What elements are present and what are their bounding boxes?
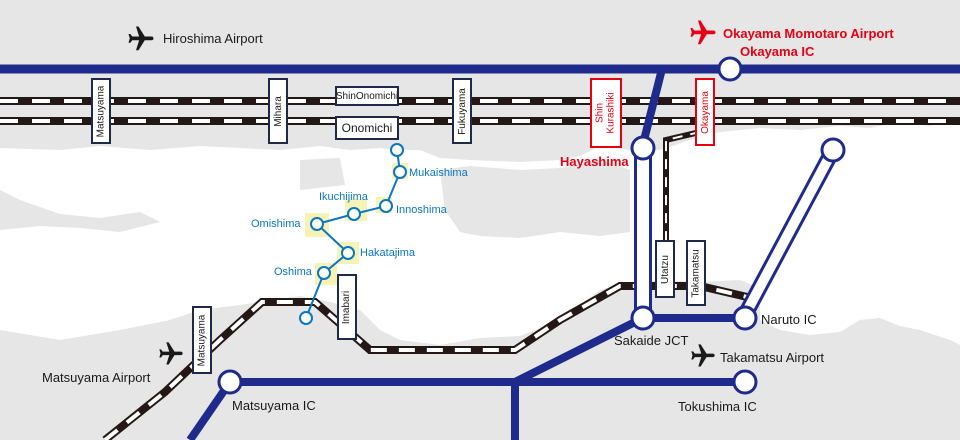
utatzu-station-box[interactable]: Utatzu <box>655 240 675 298</box>
okayama-station-label: Okayama <box>699 90 711 134</box>
tokushima-ic-label: Tokushima IC <box>678 399 757 414</box>
matsuyama-station-box[interactable]: Matsuyama <box>91 78 111 144</box>
mukaishima-node[interactable] <box>393 165 407 179</box>
airplane-icon <box>128 26 154 51</box>
matsuyama-ic-label: Matsuyama IC <box>232 398 316 413</box>
shin-kurashiki-label-line2: Kurashiki <box>606 92 618 134</box>
matsuyama-ic-node[interactable] <box>217 369 243 395</box>
island-land <box>0 190 160 232</box>
matsuyama-airport-label: Matsuyama Airport <box>42 370 151 385</box>
interchange-nodes <box>217 56 846 395</box>
naruto-bridge <box>740 147 838 318</box>
okayama-station-box[interactable]: Okayama <box>695 78 715 146</box>
shimanami-nodes <box>299 143 407 325</box>
airplane-icon-takamatsu <box>691 344 715 367</box>
fukuyama-station-box[interactable]: Fukuyama <box>452 78 472 144</box>
okayama-ic-node[interactable] <box>717 56 743 82</box>
hiroshima-airport-label: Hiroshima Airport <box>163 31 263 46</box>
ikuchijima-label: Ikuchijima <box>319 191 368 203</box>
onomichi-node[interactable] <box>390 143 404 157</box>
oshima-label: Oshima <box>274 266 312 278</box>
tokushima-ic-node[interactable] <box>732 369 758 395</box>
sakaide-jct-node[interactable] <box>630 305 656 331</box>
naruto-ic-node[interactable] <box>732 305 758 331</box>
naruto-ic-label: Naruto IC <box>761 312 817 327</box>
hayashima-node[interactable] <box>630 135 656 161</box>
okayama-airport-label: Okayama Momotaro Airport <box>723 26 894 41</box>
airplane-icon-matsuyama <box>159 342 183 365</box>
innoshima-label: Innoshima <box>396 204 447 216</box>
imabari-station-box[interactable]: Imabari <box>337 274 357 340</box>
seto-ohashi-expressway <box>638 68 666 149</box>
mukaishima-label: Mukaishima <box>409 167 468 179</box>
omishima-label: Omishima <box>251 218 301 230</box>
innoshima-node[interactable] <box>379 199 393 213</box>
shin-kurashiki-label-line1: Shin <box>595 102 607 124</box>
takamatsu-station-label: Takamatsu <box>690 248 702 298</box>
shinkansen-railway <box>0 97 960 125</box>
onomichi-station-box[interactable]: Onomichi <box>335 116 399 140</box>
hakatajima-node[interactable] <box>341 246 355 260</box>
mihara-station-label: Mihara <box>272 95 284 127</box>
hayashima-label: Hayashima <box>560 154 629 169</box>
okayama-coast-land <box>440 160 630 238</box>
airplane-icon-okayama <box>690 20 716 45</box>
imabari-node[interactable] <box>299 311 313 325</box>
matsuyama-station-label: Matsuyama <box>95 85 107 137</box>
sakaide-jct-label: Sakaide JCT <box>614 333 689 348</box>
matsuyama-shikoku-station-box[interactable]: Matsuyama <box>192 306 212 374</box>
ikuchijima-node[interactable] <box>347 207 361 221</box>
oshima-node[interactable] <box>317 266 331 280</box>
shinonomichi-station-box[interactable]: ShinOnomichi <box>335 86 399 106</box>
shinonomichi-station-label: ShinOnomichi <box>335 90 399 102</box>
seto-ohashi-railway <box>663 129 701 240</box>
okayama-ic-label: Okayama IC <box>740 44 815 59</box>
small-island-land <box>300 158 345 190</box>
onomichi-station-label: Onomichi <box>341 121 393 135</box>
imabari-station-label: Imabari <box>341 290 353 324</box>
takamatsu-station-box[interactable]: Takamatsu <box>686 240 706 306</box>
utatzu-station-label: Utatzu <box>659 254 671 284</box>
shikoku-expressways <box>186 314 745 440</box>
matsuyama-shikoku-station-label: Matsuyama <box>196 314 208 366</box>
takamatsu-airport-label: Takamatsu Airport <box>720 350 825 365</box>
omishima-node[interactable] <box>310 217 324 231</box>
mihara-station-box[interactable]: Mihara <box>268 78 288 144</box>
fukuyama-station-label: Fukuyama <box>456 87 468 135</box>
kojima-node[interactable] <box>820 137 846 163</box>
hakatajima-label: Hakatajima <box>360 247 416 259</box>
